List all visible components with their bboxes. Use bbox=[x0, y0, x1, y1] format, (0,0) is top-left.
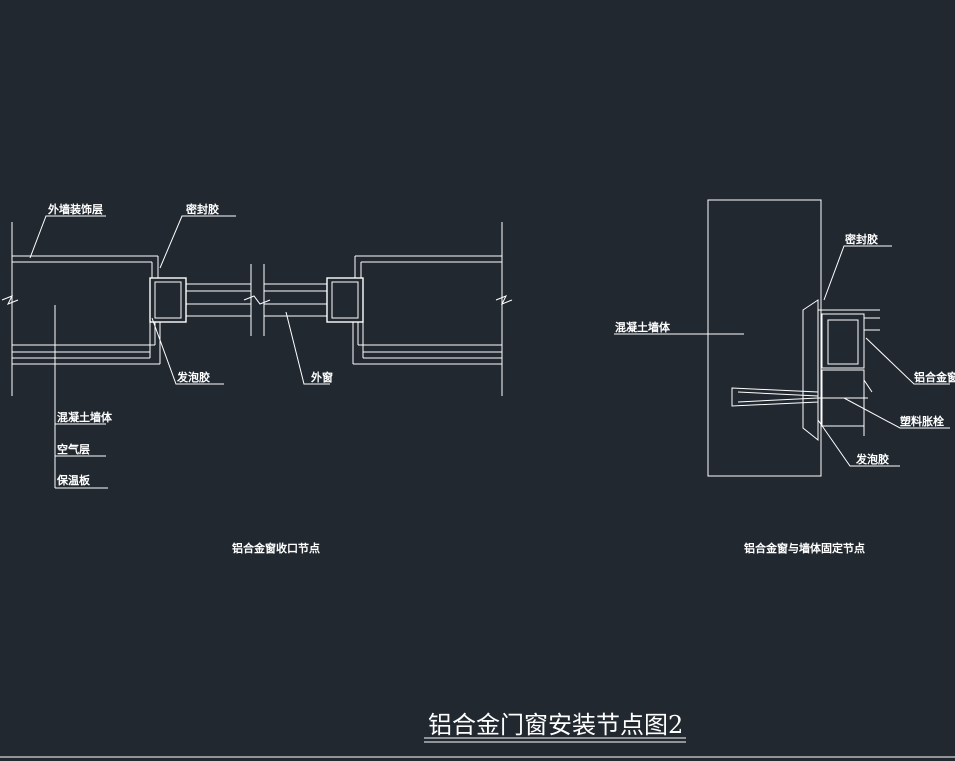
label-finish-layer: 外墙装饰层 bbox=[47, 202, 103, 216]
alu-window-geometry bbox=[731, 299, 880, 442]
window-frame-geometry bbox=[149, 264, 364, 336]
caption-left-detail: 铝合金窗收口节点 bbox=[232, 541, 320, 555]
left-leaders bbox=[29, 215, 330, 489]
drawing-title-block: 铝合金门窗安装节点图2 bbox=[0, 711, 955, 758]
label-air-layer: 空气层 bbox=[57, 442, 90, 456]
left-wall-geometry bbox=[1, 222, 161, 396]
left-detail: 外墙装饰层 密封胶 发泡胶 外窗 混凝土墙体 空气层 保温板 铝合金窗收口节点 bbox=[1, 202, 513, 555]
label-alu-window: 铝合金窗 bbox=[914, 370, 955, 384]
label-sealant-right: 密封胶 bbox=[845, 232, 878, 246]
concrete-wall-geometry bbox=[707, 199, 822, 477]
label-insulation: 保温板 bbox=[56, 473, 91, 487]
label-outer-window: 外窗 bbox=[310, 370, 333, 384]
right-leaders bbox=[614, 245, 950, 467]
label-sealant-left: 密封胶 bbox=[186, 202, 219, 216]
label-foam-right: 发泡胶 bbox=[855, 452, 889, 466]
label-plastic-plug: 塑料胀栓 bbox=[900, 414, 944, 428]
label-concrete-wall-right: 混凝土墙体 bbox=[615, 320, 671, 334]
label-concrete-wall-left: 混凝土墙体 bbox=[57, 410, 113, 424]
label-foam-left: 发泡胶 bbox=[176, 370, 210, 384]
caption-right-detail: 铝合金窗与墙体固定节点 bbox=[744, 541, 865, 555]
right-detail: 密封胶 混凝土墙体 铝合金窗 塑料胀栓 发泡胶 铝合金窗与墙体固定节点 bbox=[614, 199, 955, 555]
right-wall-geometry bbox=[352, 222, 513, 396]
drawing-title: 铝合金门窗安装节点图2 bbox=[428, 711, 683, 739]
